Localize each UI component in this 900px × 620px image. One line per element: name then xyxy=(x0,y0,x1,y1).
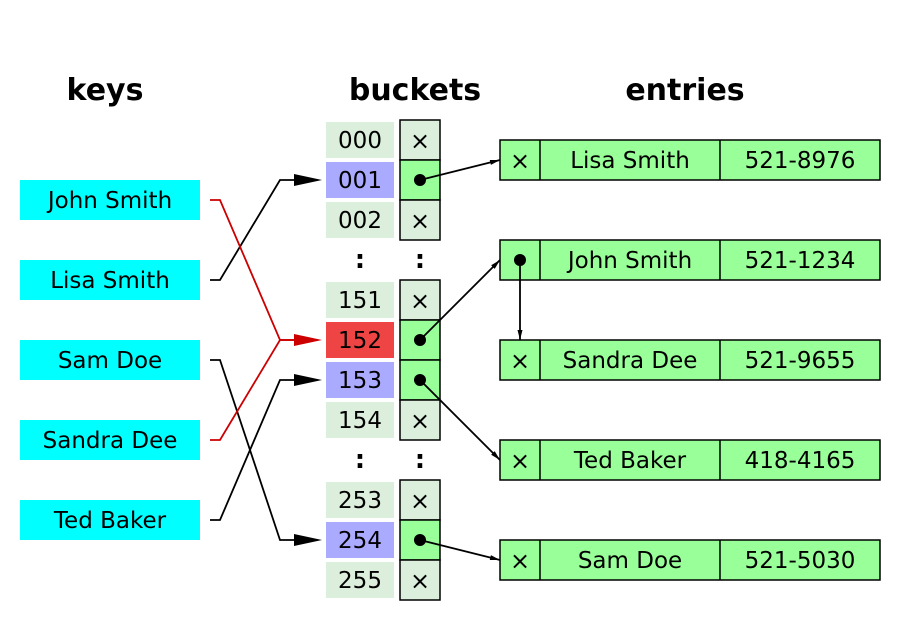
bucket-index-cell xyxy=(326,322,394,358)
entry-record xyxy=(499,539,881,581)
bucket-pointer-cell xyxy=(399,199,441,241)
key-label: Lisa Smith xyxy=(50,268,170,294)
bucket-index-label: 253 xyxy=(338,488,382,514)
null-icon: × xyxy=(410,487,430,515)
ellipsis-marker: : xyxy=(355,445,365,475)
null-icon: × xyxy=(510,547,530,575)
pointer-arrow xyxy=(419,539,501,561)
entry-name: Sam Doe xyxy=(578,548,682,574)
ellipsis-marker: : xyxy=(415,245,425,275)
key-box xyxy=(20,340,200,380)
entry-record xyxy=(499,339,881,381)
key-label: Ted Baker xyxy=(53,508,167,534)
entry-phone: 418-4165 xyxy=(745,448,856,474)
entry-phone: 521-8976 xyxy=(745,148,856,174)
bucket-index-cell xyxy=(326,402,394,438)
null-icon: × xyxy=(510,447,530,475)
hash-line xyxy=(210,359,296,541)
bucket-index-label: 254 xyxy=(338,528,382,554)
bucket-index-label: 000 xyxy=(338,128,382,154)
bucket-pointer-cell xyxy=(399,559,441,601)
bucket-index-cell xyxy=(326,362,394,398)
entry-name: Lisa Smith xyxy=(570,148,690,174)
null-icon: × xyxy=(510,147,530,175)
entry-record xyxy=(499,139,881,181)
entry-name: Ted Baker xyxy=(573,448,687,474)
bucket-index-label: 001 xyxy=(338,168,382,194)
collision-line xyxy=(210,339,296,441)
entry-record xyxy=(499,439,881,481)
ellipsis-marker: : xyxy=(415,445,425,475)
key-label: John Smith xyxy=(46,188,172,214)
key-box xyxy=(20,260,200,300)
collision-arrow-head xyxy=(294,334,322,346)
hash-line xyxy=(210,179,296,281)
arrow-head xyxy=(294,534,322,546)
bucket-index-cell xyxy=(326,482,394,518)
bucket-index-cell xyxy=(326,122,394,158)
key-box xyxy=(20,500,200,540)
pointer-arrows xyxy=(419,159,523,561)
bucket-index-label: 255 xyxy=(338,568,382,594)
hash-line xyxy=(210,379,296,521)
bucket-pointer-cell xyxy=(399,399,441,441)
bucket-index-label: 002 xyxy=(338,208,382,234)
keys-header: keys xyxy=(67,73,144,108)
bucket-index-label: 153 xyxy=(338,368,382,394)
null-icon: × xyxy=(410,567,430,595)
null-icon: × xyxy=(510,347,530,375)
key-box xyxy=(20,420,200,460)
arrow-head xyxy=(294,174,322,186)
bucket-pointer-cell xyxy=(399,479,441,521)
bucket-index-cell xyxy=(326,522,394,558)
null-icon: × xyxy=(410,407,430,435)
bucket-index-label: 154 xyxy=(338,408,382,434)
bucket-index-label: 152 xyxy=(338,328,382,354)
bucket-index-cell xyxy=(326,282,394,318)
key-label: Sam Doe xyxy=(58,348,162,374)
entry-phone: 521-9655 xyxy=(745,348,856,374)
null-icon: × xyxy=(410,287,430,315)
entry-record xyxy=(499,239,881,281)
null-icon: × xyxy=(410,207,430,235)
bucket-index-cell xyxy=(326,162,394,198)
bucket-index-cell xyxy=(326,202,394,238)
entry-phone: 521-5030 xyxy=(745,548,856,574)
bucket-index-cell xyxy=(326,562,394,598)
key-label: Sandra Dee xyxy=(43,428,178,454)
entry-name: John Smith xyxy=(566,248,692,274)
null-icon: × xyxy=(410,127,430,155)
key-box xyxy=(20,180,200,220)
pointer-arrow xyxy=(419,379,501,461)
entries-header: entries xyxy=(625,73,744,108)
arrow-head xyxy=(294,374,322,386)
entry-name: Sandra Dee xyxy=(563,348,698,374)
entry-phone: 521-1234 xyxy=(745,248,856,274)
connector-lines xyxy=(210,174,322,546)
bucket-index-label: 151 xyxy=(338,288,382,314)
pointer-arrow xyxy=(419,259,501,341)
collision-line xyxy=(210,199,296,341)
pointer-arrow xyxy=(419,159,501,181)
buckets-header: buckets xyxy=(349,73,481,108)
ellipsis-marker: : xyxy=(355,245,365,275)
